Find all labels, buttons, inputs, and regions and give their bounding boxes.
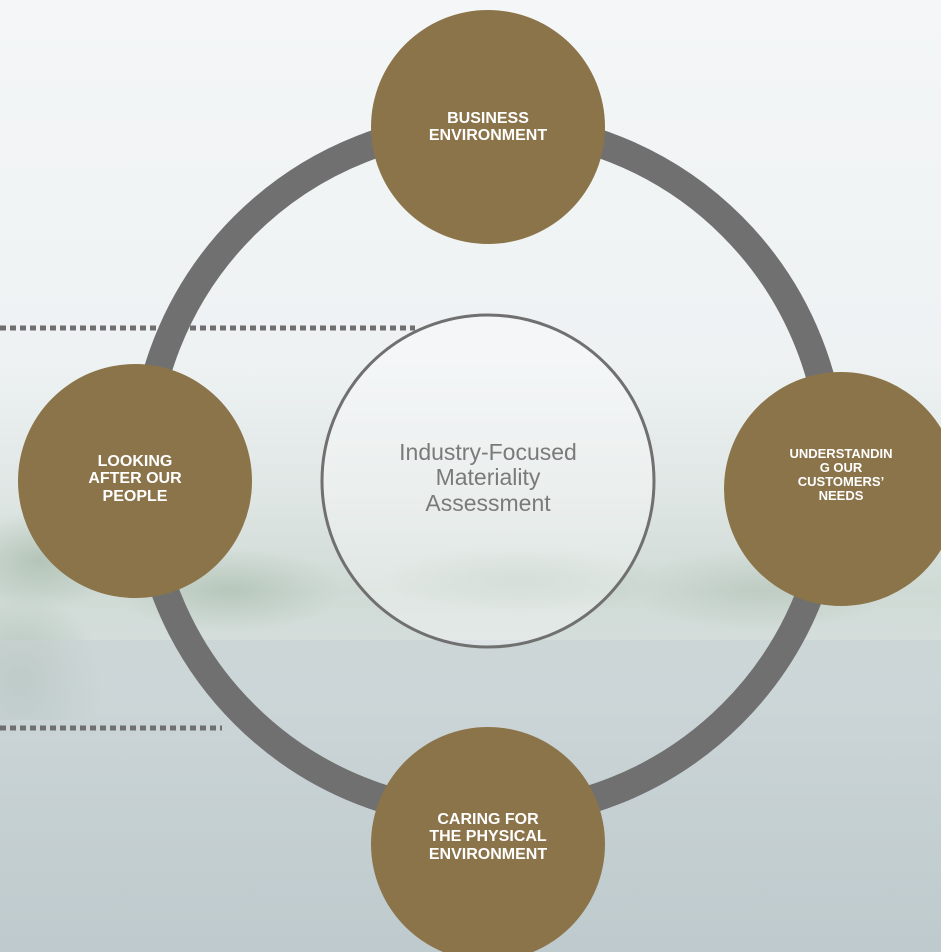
center-title: Industry-Focused Materiality Assessment: [348, 439, 628, 516]
node-text-line: AFTER OUR: [88, 470, 182, 488]
node-text-line: ENVIRONMENT: [428, 127, 548, 145]
node-understanding-customers-needs: [724, 372, 941, 606]
node-caring-physical-environment: [371, 727, 605, 952]
node-text-line: PEOPLE: [102, 487, 168, 505]
center-title-line: Industry-Focused: [399, 439, 577, 465]
node-text-line: NEEDS: [818, 488, 864, 504]
node-text-line: CARING FOR: [437, 811, 539, 828]
node-text-line: G OUR: [819, 460, 863, 476]
node-text-line: THE PHYSICAL: [429, 828, 547, 846]
node-text-line: CUSTOMERS’: [797, 474, 885, 490]
node-looking-after-our-people: [18, 364, 252, 598]
node-text-line: BUSINESS: [447, 110, 529, 127]
center-title-line: Materiality: [435, 464, 541, 491]
node-business-environment: [371, 10, 605, 244]
node-text-line: UNDERSTANDIN: [789, 446, 893, 461]
node-text-line: ENVIRONMENT: [428, 845, 548, 863]
node-label-understanding-customers-needs: UNDERSTANDIN G OUR CUSTOMERS’ NEEDS: [752, 446, 930, 504]
center-title-line: Assessment: [425, 489, 551, 516]
node-label-caring-physical-environment: CARING FOR THE PHYSICAL ENVIRONMENT: [378, 811, 598, 863]
center-circle: [320, 313, 656, 649]
node-label-business-environment: BUSINESS ENVIRONMENT: [378, 110, 598, 145]
node-text-line: LOOKING: [97, 453, 173, 470]
node-label-looking-after-our-people: LOOKING AFTER OUR PEOPLE: [45, 453, 225, 505]
